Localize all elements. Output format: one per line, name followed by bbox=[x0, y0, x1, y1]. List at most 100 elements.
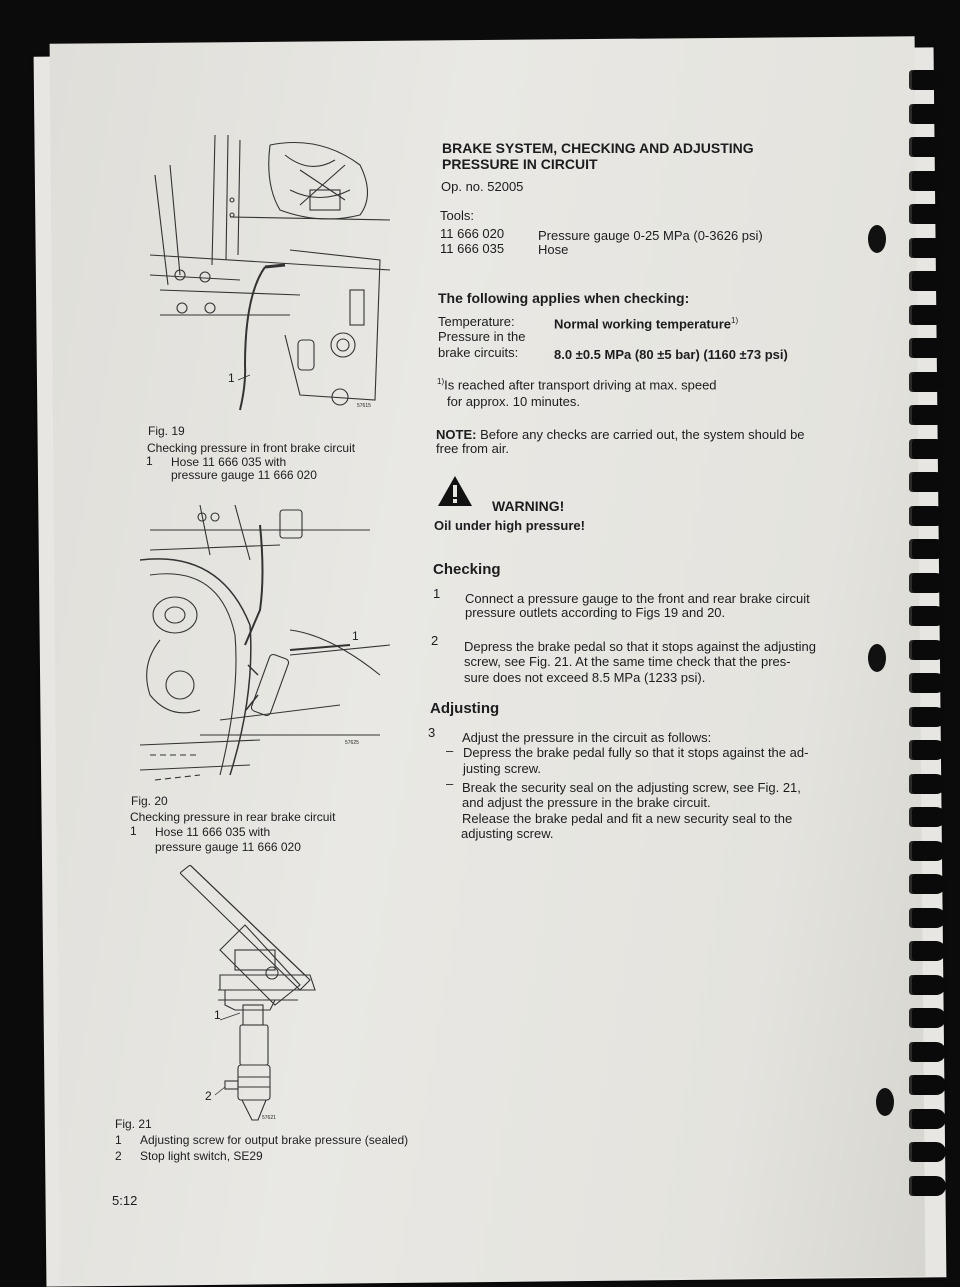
note: NOTE: Before any checks are carried out,… bbox=[436, 427, 805, 442]
fig20-caption: Checking pressure in rear brake circuit bbox=[130, 810, 336, 824]
fig20-item-text: Hose 11 666 035 with bbox=[155, 825, 271, 839]
binding-ring bbox=[912, 1142, 946, 1162]
dash-bullet: – bbox=[446, 776, 454, 791]
step-text: Depress the brake pedal fully so that it… bbox=[463, 745, 809, 760]
binding-ring bbox=[912, 673, 946, 693]
binding-ring bbox=[912, 438, 946, 459]
section-title-line2: PRESSURE IN CIRCUIT bbox=[442, 156, 598, 172]
fig20-label: Fig. 20 bbox=[131, 794, 168, 808]
step-number: 2 bbox=[431, 633, 439, 648]
fig21-item-text: Stop light switch, SE29 bbox=[140, 1149, 263, 1163]
operation-number: Op. no. 52005 bbox=[441, 179, 524, 194]
page-number: 5:12 bbox=[112, 1193, 138, 1208]
binding-ring bbox=[912, 740, 946, 760]
fig19-caption: Checking pressure in front brake circuit bbox=[147, 441, 356, 455]
step-text: Depress the brake pedal so that it stops… bbox=[464, 639, 816, 654]
punch-hole bbox=[876, 1088, 894, 1116]
warning-icon bbox=[438, 476, 472, 506]
binding-ring bbox=[912, 874, 946, 894]
note: free from air. bbox=[436, 441, 509, 456]
step-number: 1 bbox=[433, 586, 441, 601]
fig19-item-text: pressure gauge 11 666 020 bbox=[171, 468, 317, 482]
footnote: 1)Is reached after transport driving at … bbox=[437, 377, 717, 393]
punch-hole bbox=[868, 644, 886, 672]
fig19-illustration bbox=[150, 135, 391, 411]
fig20-item-number: 1 bbox=[130, 824, 137, 838]
fig19-label: Fig. 19 bbox=[148, 424, 185, 438]
fig19-callout: 1 bbox=[228, 371, 235, 385]
binding-ring bbox=[912, 974, 946, 995]
step-text: Break the security seal on the adjusting… bbox=[462, 780, 801, 795]
temperature-value: Normal working temperature1) bbox=[554, 316, 739, 332]
dash-bullet: – bbox=[446, 743, 454, 758]
fig21-callout: 2 bbox=[205, 1089, 212, 1103]
pressure-label: brake circuits: bbox=[438, 345, 519, 360]
fig21-item-text: Adjusting screw for output brake pressur… bbox=[140, 1133, 409, 1147]
tools-heading: Tools: bbox=[440, 208, 474, 223]
binding-ring bbox=[912, 170, 946, 191]
adjusting-heading: Adjusting bbox=[430, 700, 500, 717]
binding-ring bbox=[912, 941, 946, 961]
step-number: 3 bbox=[428, 725, 436, 740]
fig19-item-number: 1 bbox=[146, 454, 153, 468]
step-text: justing screw. bbox=[463, 761, 542, 776]
punch-hole bbox=[868, 225, 886, 253]
binding-ring bbox=[912, 405, 946, 425]
binding-ring bbox=[912, 807, 946, 827]
binding-ring bbox=[912, 572, 946, 593]
binding-ring bbox=[912, 505, 946, 526]
fig20-callout: 1 bbox=[352, 629, 359, 643]
binding-ring bbox=[912, 1108, 946, 1129]
fig19-code: 57615 bbox=[357, 403, 371, 409]
warning-text: Oil under high pressure! bbox=[434, 518, 585, 533]
fig20-code: 57625 bbox=[345, 740, 359, 746]
tool-code: 11 666 020 bbox=[440, 226, 505, 241]
fig20-item-text: pressure gauge 11 666 020 bbox=[155, 840, 301, 854]
tool-code: 11 666 035 bbox=[440, 241, 505, 256]
binding-ring bbox=[912, 706, 946, 727]
fig21-code: 57621 bbox=[262, 1115, 276, 1121]
tool-description: Hose bbox=[538, 242, 569, 257]
step-text: Adjust the pressure in the circuit as fo… bbox=[462, 730, 712, 745]
binding-ring bbox=[912, 103, 946, 124]
applies-heading: The following applies when checking: bbox=[438, 290, 690, 306]
pressure-value: 8.0 ±0.5 MPa (80 ±5 bar) (1160 ±73 psi) bbox=[554, 347, 788, 362]
binding-ring bbox=[912, 1075, 946, 1095]
fig19-item-text: Hose 11 666 035 with bbox=[171, 455, 287, 469]
step-text: sure does not exceed 8.5 MPa (1233 psi). bbox=[464, 670, 706, 685]
binding-ring bbox=[912, 606, 946, 626]
section-title-line1: BRAKE SYSTEM, CHECKING AND ADJUSTING bbox=[442, 140, 754, 156]
fig21-item-number: 1 bbox=[115, 1133, 122, 1147]
step-text: and adjust the pressure in the brake cir… bbox=[462, 795, 711, 810]
step-text: Release the brake pedal and fit a new se… bbox=[462, 811, 793, 826]
footnote: for approx. 10 minutes. bbox=[447, 394, 580, 409]
binding-ring bbox=[912, 907, 946, 928]
binding-ring bbox=[912, 840, 946, 861]
checking-heading: Checking bbox=[433, 561, 501, 578]
spiral-binding bbox=[900, 70, 960, 1200]
fig20-illustration bbox=[140, 505, 390, 781]
fig21-item-number: 2 bbox=[115, 1149, 122, 1163]
tool-description: Pressure gauge 0-25 MPa (0-3626 psi) bbox=[538, 228, 763, 243]
warning-title: WARNING! bbox=[492, 498, 565, 514]
fig21-illustration bbox=[180, 865, 316, 1121]
binding-ring bbox=[912, 70, 946, 90]
temperature-label: Temperature: bbox=[438, 314, 515, 329]
binding-ring bbox=[912, 237, 946, 258]
binding-ring bbox=[912, 1175, 946, 1196]
binding-ring bbox=[912, 1008, 946, 1028]
binding-ring bbox=[912, 204, 946, 224]
binding-ring bbox=[912, 773, 946, 794]
binding-ring bbox=[912, 539, 946, 559]
step-text: adjusting screw. bbox=[461, 826, 554, 841]
binding-ring bbox=[912, 304, 946, 325]
step-text: Connect a pressure gauge to the front an… bbox=[465, 591, 810, 606]
pressure-label: Pressure in the bbox=[438, 329, 526, 344]
binding-ring bbox=[912, 639, 946, 660]
binding-ring bbox=[912, 472, 946, 492]
fig21-callout: 1 bbox=[214, 1008, 221, 1022]
binding-ring bbox=[912, 371, 946, 392]
binding-ring bbox=[912, 338, 946, 358]
binding-ring bbox=[912, 271, 946, 291]
binding-ring bbox=[912, 137, 946, 157]
